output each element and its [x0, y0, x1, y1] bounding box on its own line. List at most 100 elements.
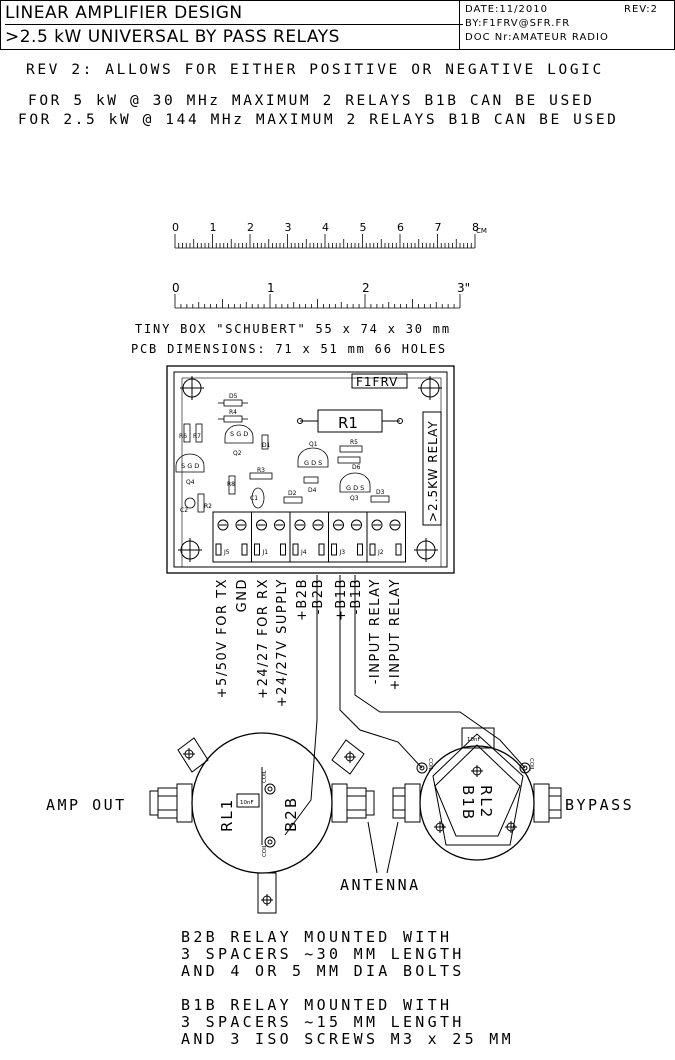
rl1-type: B2B — [282, 796, 300, 832]
rl2-relay — [392, 727, 562, 861]
connector-label: J4 — [300, 549, 307, 556]
antenna-label: ANTENNA — [340, 876, 421, 894]
author-field: BY:F1FRV@SFR.FR — [465, 18, 571, 29]
pcb-box — [166, 365, 455, 574]
connector-label: J1 — [262, 549, 269, 556]
inch-ruler — [174, 294, 461, 309]
wire-label: -INPUT RELAY — [368, 578, 383, 684]
drawing-title: LINEAR AMPLIFIER DESIGN — [5, 3, 243, 23]
wire-label: -B1B — [349, 578, 364, 614]
cm-ruler-labels: 0 1 2 3 4 5 6 7 8 — [172, 221, 479, 234]
rev-field: REV:2 — [624, 4, 659, 15]
q3-pins: G D S — [346, 484, 364, 492]
wire-label: +B1B — [334, 578, 349, 621]
inch-label: 3" — [457, 281, 470, 295]
part-label: Q4 — [186, 479, 195, 486]
part-label: C1 — [250, 495, 258, 502]
drawing-subtitle: >2.5 kW UNIVERSAL BY PASS RELAYS — [5, 27, 340, 47]
part-label: D6 — [352, 464, 361, 471]
rl1-relay — [149, 732, 375, 914]
rl2-type: B1B — [459, 785, 477, 821]
part-label: R7 — [193, 433, 201, 440]
cm-label: 2 — [247, 221, 254, 234]
pcb-side-label: >2.5KW RELAY — [426, 420, 440, 522]
amp-out-label: AMP OUT — [46, 796, 127, 814]
connector-label: J3 — [339, 549, 346, 556]
part-label: R3 — [257, 467, 265, 474]
q2-pins: S G D — [230, 430, 248, 438]
part-label: R2 — [204, 503, 212, 510]
wire-label: +24/27 FOR RX — [256, 578, 271, 699]
terminal-block — [366, 511, 406, 563]
wire-label: +B2B — [295, 578, 310, 621]
cm-label: 4 — [322, 221, 329, 234]
b2b-note-1: B2B RELAY MOUNTED WITH — [181, 928, 453, 946]
part-label: D4 — [308, 487, 317, 494]
b2b-note-2: 3 SPACERS ~30 MM LENGTH — [181, 945, 465, 963]
revision-note: REV 2: ALLOWS FOR EITHER POSITIVE OR NEG… — [26, 62, 604, 78]
bypass-label: BYPASS — [565, 796, 635, 814]
cm-label: 1 — [210, 221, 217, 234]
power-note-30mhz: FOR 5 kW @ 30 MHz MAXIMUM 2 RELAYS B1B C… — [28, 93, 595, 109]
rl2-label: RL2 — [477, 785, 495, 819]
wire-label: -B2B — [311, 578, 326, 614]
pcb-brand: F1FRV — [356, 375, 398, 389]
cm-label: 7 — [435, 221, 442, 234]
part-label: Q1 — [309, 441, 318, 448]
part-label: R6 — [179, 433, 187, 440]
antenna-pointers — [367, 821, 399, 874]
wire-label: +INPUT RELAY — [388, 578, 403, 691]
connector-label: J2 — [377, 549, 384, 556]
inch-label: 1 — [267, 281, 275, 295]
part-label: D1 — [262, 442, 271, 449]
wire-label: GND — [235, 578, 250, 612]
pcb-components — [175, 399, 390, 513]
rl2-coil-right: COIL — [528, 758, 534, 772]
part-label: R4 — [229, 409, 237, 416]
wire-labels: +5/50V FOR TX GND +24/27 FOR RX +24/27V SUP… — [215, 578, 403, 707]
inch-label: 0 — [172, 281, 180, 295]
rl1-coil-bottom: COIL — [262, 843, 268, 857]
wire-label: +24/27V SUPPLY — [275, 578, 290, 707]
cm-label: 8 — [472, 221, 479, 234]
rl1-cap-label: 10nF — [240, 800, 254, 806]
r1-label: R1 — [338, 414, 358, 432]
date-field: DATE:11/2010 — [465, 4, 548, 15]
inch-label: 2 — [362, 281, 370, 295]
q1-pins: G D S — [304, 459, 322, 467]
b1b-note-1: B1B RELAY MOUNTED WITH — [181, 996, 453, 1014]
b1b-note-2: 3 SPACERS ~15 MM LENGTH — [181, 1013, 465, 1031]
cm-label: 3 — [285, 221, 292, 234]
rl1-coil-top: COIL — [262, 769, 268, 783]
rl2-coil-left: COIL — [427, 758, 433, 772]
title-cell: LINEAR AMPLIFIER DESIGN >2.5 kW UNIVERSA… — [1, 1, 463, 49]
cm-label: 5 — [360, 221, 367, 234]
power-note-144mhz: FOR 2.5 kW @ 144 MHz MAXIMUM 2 RELAYS B1… — [18, 112, 619, 128]
part-label: D2 — [288, 490, 297, 497]
pcb-dimensions: PCB DIMENSIONS: 71 x 51 mm 66 HOLES — [131, 342, 447, 356]
b2b-note-3: AND 4 OR 5 MM DIA BOLTS — [181, 962, 465, 980]
b1b-note-3: AND 3 ISO SCREWS M3 x 25 MM — [181, 1030, 514, 1048]
part-label: Q3 — [350, 495, 359, 502]
rl2-cap-label: 10nF — [467, 737, 481, 743]
inch-ruler-labels: 0 1 2 3" — [172, 281, 470, 295]
rl1-label: RL1 — [218, 798, 236, 832]
title-block: LINEAR AMPLIFIER DESIGN >2.5 kW UNIVERSA… — [0, 0, 675, 50]
part-label: C2 — [180, 507, 188, 514]
wire-label: +5/50V FOR TX — [215, 578, 230, 698]
part-label: D5 — [229, 393, 238, 400]
cm-ruler — [174, 234, 476, 249]
box-description: TINY BOX "SCHUBERT" 55 x 74 x 30 mm — [135, 322, 451, 336]
cm-unit-label: CM — [476, 227, 487, 235]
control-wires — [284, 575, 526, 836]
part-label: R8 — [227, 481, 235, 488]
pcb-mounting-holes — [178, 376, 442, 562]
cm-label: 6 — [397, 221, 404, 234]
part-label: D3 — [376, 489, 385, 496]
doc-field: DOC Nr:AMATEUR RADIO — [465, 32, 609, 43]
cm-label: 0 — [172, 221, 179, 234]
q4-pins: S G D — [181, 462, 199, 470]
